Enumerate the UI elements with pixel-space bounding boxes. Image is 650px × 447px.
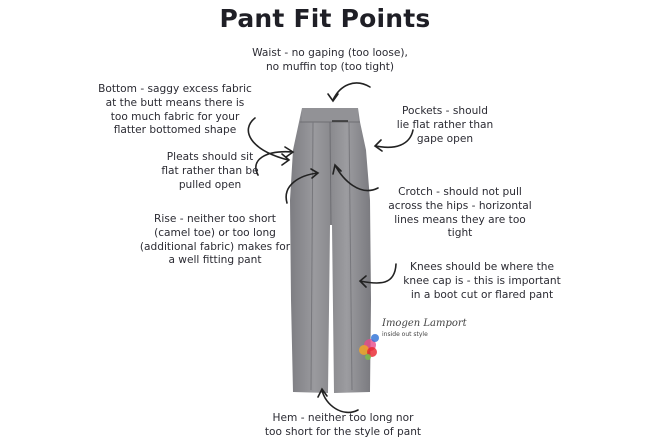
annotation-waist: Waist - no gaping (too loose), no muffin… xyxy=(252,47,408,73)
annotation-pockets: Pockets - should lie flat rather than ga… xyxy=(396,105,494,145)
arrow-crotch xyxy=(332,163,379,192)
page-title: Pant Fit Points xyxy=(219,4,431,33)
arrows xyxy=(247,82,414,414)
pants xyxy=(290,108,371,393)
annotation-knees: Knees should be where the knee cap is - … xyxy=(403,261,561,301)
logo-tagline: inside out style xyxy=(382,331,428,338)
arrow-pockets xyxy=(373,129,414,152)
logo-name: Imogen Lamport xyxy=(382,318,467,329)
annotation-bottom: Bottom - saggy excess fabric at the butt… xyxy=(98,83,252,137)
logo-splash xyxy=(359,334,379,360)
logo: Imogen Lamport inside out style xyxy=(360,318,467,340)
arrow-knees xyxy=(358,263,397,288)
arrow-rise xyxy=(285,168,320,204)
arrow-hem xyxy=(317,387,359,414)
annotation-rise: Rise - neither too short (camel toe) or … xyxy=(139,213,291,267)
annotation-crotch: Crotch - should not pull across the hips… xyxy=(388,186,532,240)
waistband xyxy=(302,108,358,122)
arrow-bottom xyxy=(247,117,291,166)
arrow-waist xyxy=(327,82,371,103)
arrow-pleats xyxy=(255,146,295,176)
annotation-hem: Hem - neither too long nor too short for… xyxy=(264,412,422,438)
annotation-pleats: Pleats should sit flat rather than be pu… xyxy=(161,151,259,191)
